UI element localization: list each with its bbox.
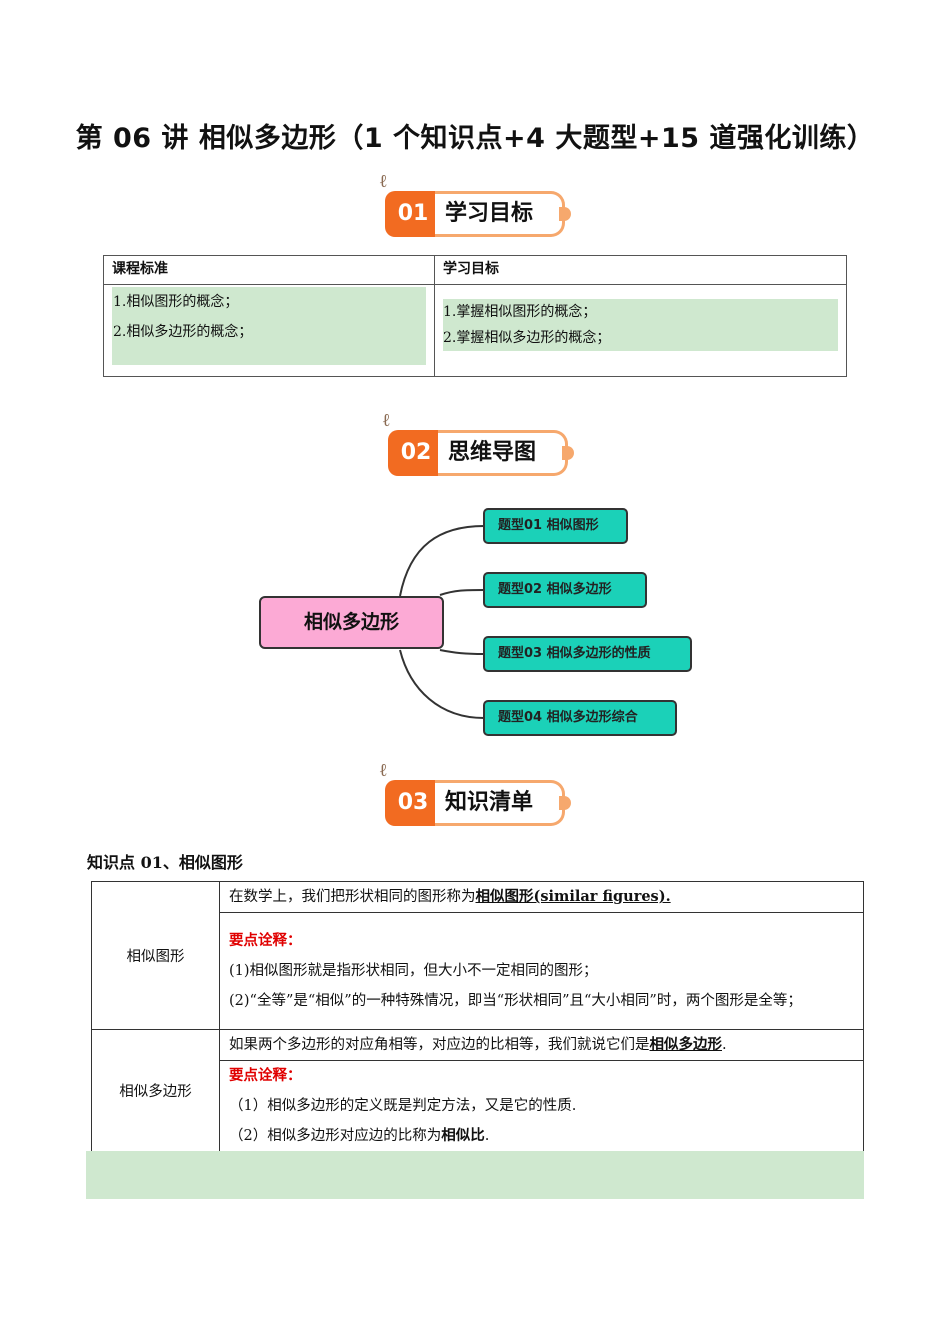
mindmap-branch: 题型03 相似多边形的性质 <box>483 636 692 672</box>
notes-cell: 要点诠释： (1)相似图形就是指形状相同，但大小不一定相同的图形； (2)“全等… <box>219 912 864 1030</box>
section-label: 学习目标 <box>435 191 571 237</box>
key-term: 相似比 <box>441 1127 485 1144</box>
objective-item: 1.掌握相似图形的概念； <box>443 304 597 320</box>
document-title: 第 06 讲 相似多边形（1 个知识点+4 大题型+15 道强化训练） <box>75 123 875 154</box>
standard-item: 2.相似多边形的概念； <box>113 324 253 340</box>
mindmap-branch: 题型01 相似图形 <box>483 508 628 544</box>
term-cell: 相似多边形 <box>91 1029 220 1152</box>
section-badge-mindmap: ℓ 02 思维导图 <box>382 410 578 476</box>
note-item: （1）相似多边形的定义既是判定方法，又是它的性质. <box>229 1098 577 1114</box>
mindmap-branch: 题型04 相似多边形综合 <box>483 700 677 736</box>
note-suffix: . <box>484 1128 490 1144</box>
pin-icon: ℓ <box>379 171 388 192</box>
section-badge-goals: ℓ 01 学习目标 <box>379 171 575 237</box>
knowledge-point-heading: 知识点 01、相似图形 <box>87 853 243 872</box>
term-cell: 相似图形 <box>91 881 220 1030</box>
note-item: (2)“全等”是“相似”的一种特殊情况，即当“形状相同”且“大小相同”时，两个图… <box>229 993 802 1009</box>
definition-cell: 如果两个多边形的对应角相等，对应边的比相等，我们就说它们是相似多边形. <box>219 1029 864 1061</box>
section-number: 01 <box>385 191 441 237</box>
note-item: （2）相似多边形对应边的比称为相似比. <box>229 1121 854 1151</box>
knowledge-table: 相似图形 在数学上，我们把形状相同的图形称为相似图形(similar figur… <box>91 881 864 1152</box>
definition-text: 在数学上，我们把形状相同的图形称为 <box>229 889 476 905</box>
learning-goals-table: 课程标准 学习目标 1.相似图形的概念； 2.相似多边形的概念； 1.掌握相似图… <box>103 255 847 377</box>
mindmap-connectors <box>399 525 485 719</box>
connector-line <box>399 649 485 719</box>
objectives-cell: 1.掌握相似图形的概念； 2.掌握相似多边形的概念； <box>434 284 847 377</box>
section-number: 03 <box>385 780 441 826</box>
objective-item: 2.掌握相似多边形的概念； <box>443 330 611 346</box>
section-label: 思维导图 <box>438 430 574 476</box>
connector-line <box>439 649 485 655</box>
definition-text: 如果两个多边形的对应角相等，对应边的比相等，我们就说它们是 <box>229 1037 650 1053</box>
section-number: 02 <box>388 430 444 476</box>
notes-cell: 要点诠释： （1）相似多边形的定义既是判定方法，又是它的性质. （2）相似多边形… <box>219 1060 864 1152</box>
note-label: 要点诠释： <box>229 1067 302 1084</box>
key-term: 相似多边形 <box>649 1036 723 1053</box>
pin-icon: ℓ <box>382 410 391 431</box>
note-item: (1)相似图形就是指形状相同，但大小不一定相同的图形； <box>229 963 598 979</box>
standards-cell: 1.相似图形的概念； 2.相似多边形的概念； <box>103 284 435 377</box>
standard-item: 1.相似图形的概念； <box>113 294 239 310</box>
mindmap-root: 相似多边形 <box>259 596 444 649</box>
header-objectives: 学习目标 <box>434 255 847 285</box>
note-text: （2）相似多边形对应边的比称为 <box>229 1128 442 1144</box>
connector-line <box>399 525 485 597</box>
note-label: 要点诠释： <box>229 932 302 949</box>
highlight-band <box>86 1151 864 1199</box>
mindmap-branch: 题型02 相似多边形 <box>483 572 647 608</box>
section-label: 知识清单 <box>435 780 571 826</box>
pin-icon: ℓ <box>379 760 388 781</box>
definition-cell: 在数学上，我们把形状相同的图形称为相似图形(similar figures). <box>219 881 864 913</box>
header-standards: 课程标准 <box>103 255 435 285</box>
key-term: 相似图形(similar figures). <box>475 888 671 905</box>
connector-line <box>439 589 485 596</box>
definition-suffix: . <box>722 1037 727 1053</box>
section-badge-knowledge: ℓ 03 知识清单 <box>379 760 575 826</box>
